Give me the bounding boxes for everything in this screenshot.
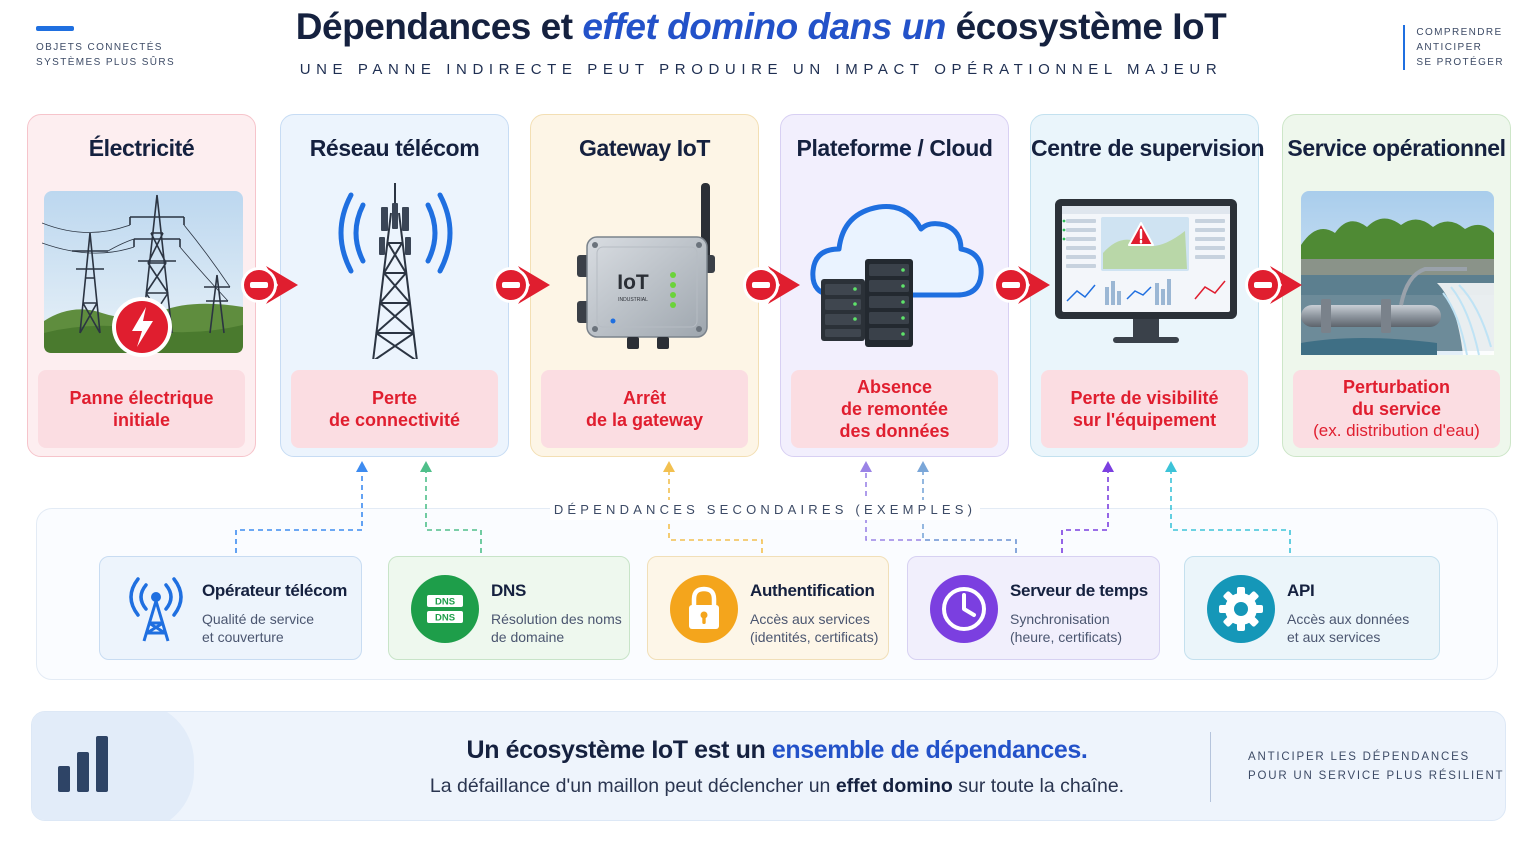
impact-text: Absence de remontée des données — [839, 377, 950, 441]
brand-line-2: SYSTÈMES PLUS SÛRS — [36, 57, 176, 68]
brand-tagline: OBJETS CONNECTÉS SYSTÈMES PLUS SÛRS — [36, 40, 175, 70]
footer-subline-bold: effet domino — [835, 775, 953, 797]
dependency-api: API Accès aux données et aux services — [1184, 556, 1440, 660]
cascade-arrow-4 — [993, 266, 1050, 304]
dependency-name: API — [1287, 581, 1315, 600]
impact-text: Arrêt de la gateway — [585, 388, 704, 430]
gear-icon — [1207, 575, 1275, 643]
footer-icon-backdrop — [32, 712, 194, 820]
cascade-arrow-3 — [743, 266, 800, 304]
impact-note: (ex. distribution d'eau) — [1313, 421, 1480, 440]
page-title: Dépendances et effet domino dans un écos… — [0, 6, 1522, 48]
dependency-name: Opérateur télécom — [202, 581, 348, 600]
water-treatment-icon — [1297, 183, 1496, 359]
impact-box: Panne électrique initiale — [38, 370, 245, 448]
dependency-name: Serveur de temps — [1010, 581, 1148, 600]
footer-tag-line-1: ANTICIPER LES DÉPENDANCES — [1248, 751, 1471, 763]
footer-banner: Un écosystème IoT est un ensemble de dép… — [31, 711, 1506, 821]
stage-title: Gateway IoT — [578, 135, 711, 161]
gateway-icon: IoT INDUSTRIAL — [545, 183, 744, 359]
dns-badge-text-1: DNS — [435, 597, 455, 608]
dependency-desc: Résolution des noms de domaine — [491, 611, 622, 645]
dns-icon: DNS DNS — [411, 575, 479, 643]
tag-line-2: ANTICIPER — [1416, 42, 1483, 53]
footer-tag: ANTICIPER LES DÉPENDANCES POUR UN SERVIC… — [1248, 748, 1504, 786]
impact-box: Arrêt de la gateway — [541, 370, 748, 448]
dependency-operateur-telecom: Opérateur télécom Qualité de service et … — [99, 556, 362, 660]
impact-box: Absence de remontée des données — [791, 370, 998, 448]
title-part-2: écosystème IoT — [945, 6, 1227, 47]
stage-electricite: Électricité Pan — [27, 114, 256, 457]
stage-title: Réseau télécom — [309, 135, 480, 161]
stage-title: Centre de supervision — [1031, 135, 1265, 161]
footer-subline-part-1: La défaillance d'un maillon peut déclenc… — [429, 775, 836, 797]
lock-icon — [670, 575, 738, 643]
dependency-dns: DNS DNS DNS Résolution des noms de domai… — [388, 556, 630, 660]
title-accent: effet domino dans un — [582, 6, 946, 47]
cascade-arrow-2 — [493, 266, 550, 304]
page-subtitle: UNE PANNE INDIRECTE PEUT PRODUIRE UN IMP… — [299, 61, 1223, 78]
impact-text: Perte de visibilité sur l'équipement — [1070, 388, 1219, 430]
impact-text: Perte de connectivité — [328, 388, 461, 430]
footer-subline: La défaillance d'un maillon peut déclenc… — [272, 775, 1282, 798]
tag-line-3: SE PROTÉGER — [1416, 57, 1504, 68]
impact-text: Panne électrique initiale — [69, 388, 214, 430]
dependency-name: Authentification — [750, 581, 875, 600]
gateway-device-sublabel: INDUSTRIAL — [618, 297, 648, 303]
footer-headline-part-1: Un écosystème IoT est un — [466, 736, 772, 764]
footer-headline: Un écosystème IoT est un ensemble de dép… — [272, 736, 1282, 765]
dependency-desc: Accès aux données et aux services — [1287, 611, 1410, 645]
dependency-authentification: Authentification Accès aux services (ide… — [647, 556, 889, 660]
footer-divider — [1210, 732, 1211, 802]
cloud-server-icon — [795, 183, 994, 359]
footer-headline-highlight: ensemble de dépendances. — [771, 736, 1088, 764]
section-label-mask — [550, 500, 980, 520]
impact-box: Perturbation du service (ex. distribution… — [1293, 370, 1500, 448]
footer-tag-line-2: POUR UN SERVICE PLUS RÉSILIENT — [1248, 770, 1505, 782]
gateway-device-label: IoT — [617, 271, 649, 294]
cell-tower-icon — [295, 183, 494, 362]
impact-box: Perte de visibilité sur l'équipement — [1041, 370, 1248, 448]
dependency-serveur-de-temps: Serveur de temps Synchronisation (heure,… — [907, 556, 1160, 660]
bar-chart-icon — [58, 736, 108, 792]
stage-title: Service opérationnel — [1287, 135, 1506, 161]
impact-text-main: Perturbation du service — [1342, 377, 1450, 419]
clock-icon — [930, 575, 998, 643]
brand-accent-bar — [36, 26, 74, 31]
title-part-1: Dépendances et — [295, 6, 583, 47]
brand-line-1: OBJETS CONNECTÉS — [36, 42, 163, 53]
dns-badge-text-2: DNS — [435, 613, 455, 624]
dependency-desc: Qualité de service et couverture — [202, 611, 315, 645]
cascade-arrow-5 — [1245, 266, 1302, 304]
dependency-name: DNS — [491, 581, 526, 600]
dependency-desc: Synchronisation (heure, certificats) — [1010, 611, 1123, 645]
monitor-alert-icon — [1045, 183, 1244, 359]
cascade-arrow-1 — [241, 266, 298, 304]
stage-title: Électricité — [88, 135, 195, 161]
antenna-icon — [129, 577, 183, 642]
impact-text: Perturbation du service (ex. distribution… — [1313, 376, 1480, 442]
power-pylon-icon — [41, 183, 243, 359]
tag-line-1: COMPRENDRE — [1416, 27, 1503, 38]
stage-service-operationnel: Service opérationnel — [1282, 114, 1511, 457]
stage-gateway-iot: Gateway IoT IoT INDUSTRIAL Arrê — [530, 114, 759, 457]
secondary-dependencies-label: DÉPENDANCES SECONDAIRES (EXEMPLES) — [553, 502, 977, 517]
impact-box: Perte de connectivité — [291, 370, 498, 448]
dependency-desc: Accès aux services (identités, certifica… — [750, 611, 879, 645]
stage-centre-supervision: Centre de supervision — [1030, 114, 1265, 457]
stage-reseau-telecom: Réseau télécom Perte de connectivité — [280, 114, 509, 457]
footer-subline-part-2: sur toute la chaîne. — [952, 775, 1125, 797]
stage-plateforme-cloud: Plateforme / Cloud Absence de remontée — [780, 114, 1009, 457]
header-tag: COMPRENDRE ANTICIPER SE PROTÉGER — [1403, 25, 1504, 70]
stage-title: Plateforme / Cloud — [796, 135, 993, 161]
